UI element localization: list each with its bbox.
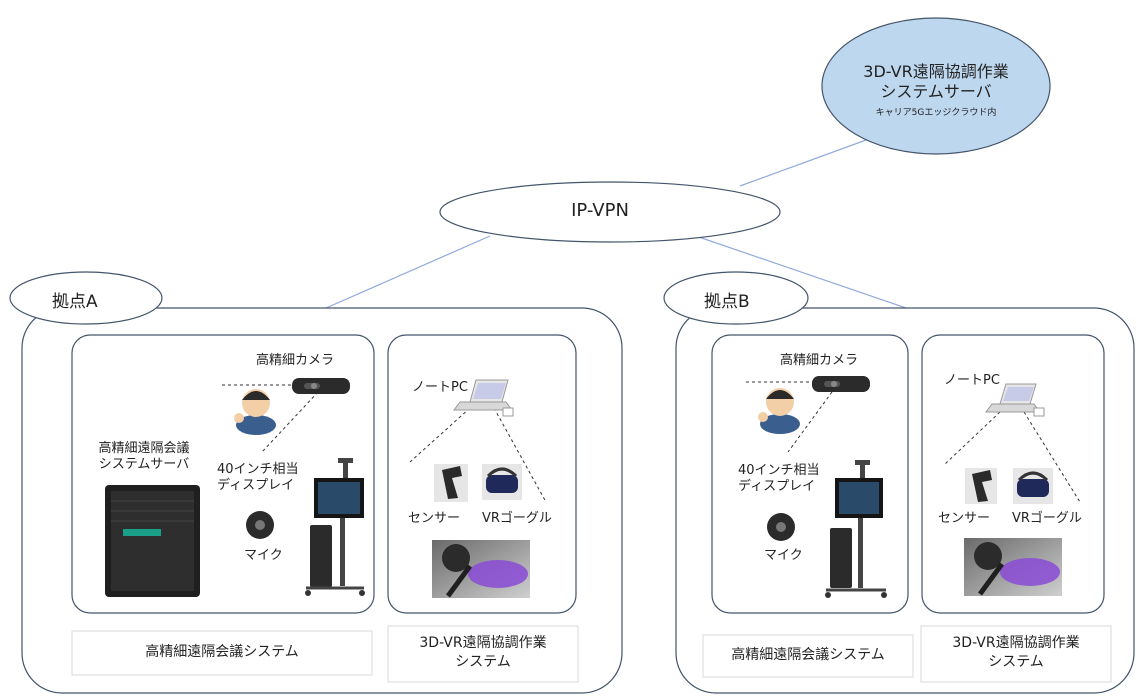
laptop-icon [985,383,1045,417]
vr-user-image [432,540,530,598]
site-a-display-label-line2: ディスプレイ [217,478,295,494]
site-b-vr-panel [921,334,1105,614]
site-b-display-label-line1: 40インチ相当 [738,463,820,478]
vr-goggles-icon [482,464,522,500]
vr-user-image [964,538,1062,596]
site-a-server-label-line1: 高精細遠隔会議 [98,441,190,456]
server-icon [105,485,200,597]
site-b-vr-caption-line2: システム [988,653,1044,670]
site-b-display-label: 40インチ相当 ディスプレイ [738,463,820,496]
site-a-camera-label: 高精細カメラ [256,353,335,368]
site-b-mic-label: マイク [764,548,803,563]
link-vpn-site-a [325,235,491,309]
site-a-vr-caption-box [387,625,579,683]
site-a-server-label: 高精細遠隔会議 システムサーバ [92,441,196,474]
server-subtitle: キャリア5Gエッジクラウド内 [875,108,997,118]
site-b-frame [675,307,1135,694]
site-b-vr-caption: 3D-VR遠隔協調作業 システム [921,634,1111,672]
laptop-icon [453,379,514,417]
site-b-conference-panel [711,334,909,614]
camera-icon [812,376,870,392]
site-a-vr-caption-line2: システム [455,653,511,670]
camera-icon [292,378,350,394]
site-b-sensor-label: センサー [938,511,991,526]
site-b-label-bubble [663,271,809,325]
site-b-camera-label: 高精細カメラ [780,353,859,368]
site-b-vr-caption-line1: 3D-VR遠隔協調作業 [952,635,1080,651]
microphone-icon [767,513,795,541]
person-icon [234,389,276,435]
site-a-vr-caption-line1: 3D-VR遠隔協調作業 [419,635,547,651]
server-title-line1: 3D-VR遠隔協調作業 [863,62,1009,81]
site-a-mic-label: マイク [244,548,283,563]
vpn-node [439,181,781,243]
site-a-conference-panel [71,334,375,614]
server-node [821,17,1051,155]
link-vpn-site-b [689,233,907,309]
site-a-laptop-label: ノートPC [412,380,468,395]
site-a-conference-caption-box [71,630,373,676]
site-a-vr-panel [387,334,577,614]
site-b-goggles-label: VRゴーグル [1012,511,1082,526]
display-cart-icon [825,460,887,598]
person-icon [758,388,800,434]
site-a-display-label: 40インチ相当 ディスプレイ [217,462,299,495]
site-a-label: 拠点A [52,292,98,312]
server-title: 3D-VR遠隔協調作業 システムサーバ [836,62,1036,102]
site-b-conference-caption-box [702,634,914,678]
site-b-laptop-label: ノートPC [944,373,1000,388]
site-a-label-bubble [9,271,163,325]
site-b-conference-caption: 高精細遠隔会議システム [731,647,885,663]
display-cart-icon [305,458,365,596]
site-b-vr-caption-box [920,625,1112,683]
server-title-line2: システムサーバ [880,82,992,101]
vpn-label: IP-VPN [571,200,629,221]
sensor-icon [434,464,468,502]
site-b-label: 拠点B [704,292,750,312]
vr-goggles-icon [1013,468,1053,504]
microphone-icon [246,511,274,539]
sensor-icon [965,468,997,504]
site-b-display-label-line2: ディスプレイ [738,479,816,495]
site-a-vr-caption: 3D-VR遠隔協調作業 システム [388,634,578,672]
site-a-conference-caption: 高精細遠隔会議システム [145,644,299,660]
site-a-sensor-label: センサー [408,511,461,526]
site-a-goggles-label: VRゴーグル [482,511,552,526]
site-a-server-label-line2: システムサーバ [98,457,190,473]
link-server-vpn [739,131,889,187]
site-a-display-label-line1: 40インチ相当 [217,462,299,477]
site-a-frame [21,307,623,694]
